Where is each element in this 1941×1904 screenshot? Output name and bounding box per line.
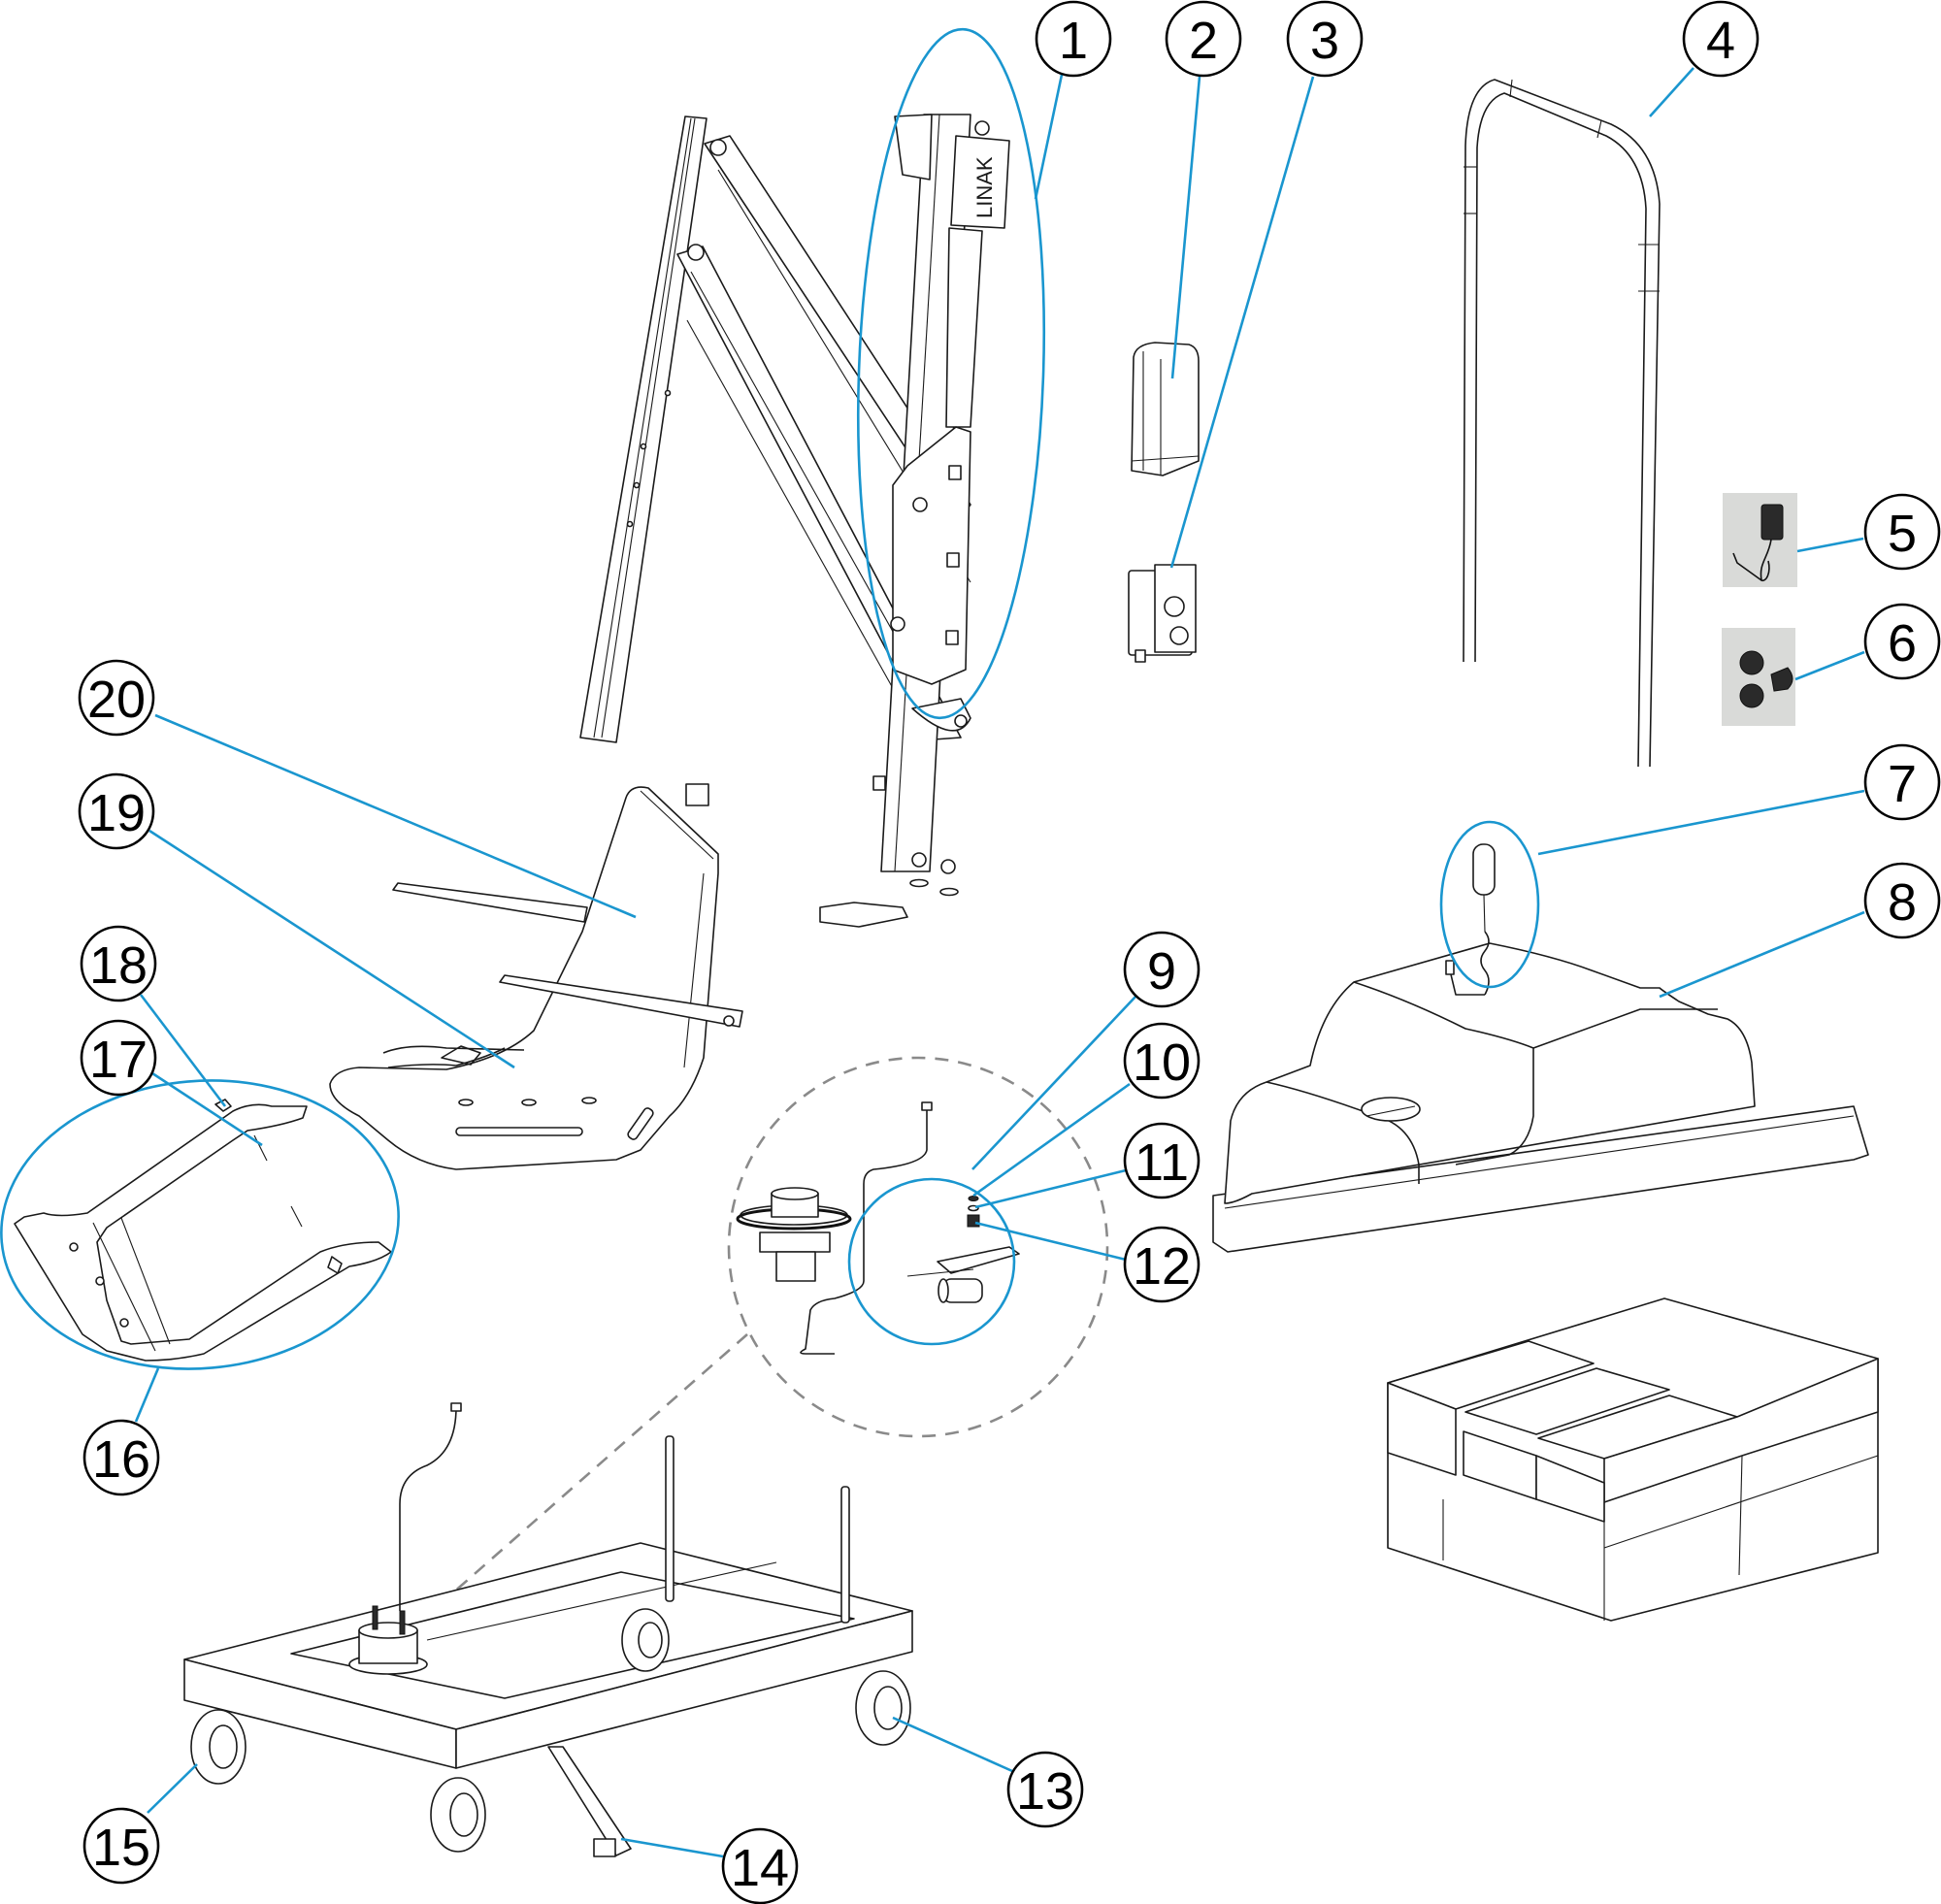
highlight-circle-9-12 [847,1177,1016,1346]
detail-circle [727,1056,1109,1438]
charger-photo [1723,493,1797,587]
seat-post [685,783,709,806]
svg-text:13: 13 [1016,1762,1074,1821]
leader-lines [134,67,1865,1858]
callout-1: 1 [1035,0,1112,78]
callout-14: 14 [721,1827,799,1904]
callout-9: 9 [1123,931,1201,1008]
packaging-boxes [1387,1297,1879,1622]
seat-armrest [392,882,588,923]
nut [911,852,927,868]
lift-arm-assembly: LINAK [579,114,1010,928]
anchor-leg [547,1746,632,1856]
callout-11: 11 [1123,1122,1201,1199]
svg-text:12: 12 [1133,1237,1191,1296]
svg-text:10: 10 [1133,1034,1191,1092]
castor-wheel [430,1777,486,1853]
footrest-assembly [14,1099,392,1362]
svg-text:5: 5 [1888,505,1917,563]
svg-text:7: 7 [1888,755,1917,813]
callout-17: 17 [80,1019,157,1097]
protective-cover [1212,942,1869,1253]
castor-wheel [190,1709,247,1785]
footrest-knob [327,1256,343,1274]
control-box [1128,564,1197,663]
callout-19: 19 [78,772,155,850]
callout-8: 8 [1863,862,1941,939]
callout-2: 2 [1165,0,1242,78]
upper-arm [704,135,971,525]
callout-16: 16 [82,1419,160,1496]
svg-text:18: 18 [89,936,148,995]
svg-text:19: 19 [87,784,146,842]
callout-3: 3 [1286,0,1364,78]
svg-text:2: 2 [1189,12,1218,70]
callout-15: 15 [82,1807,160,1885]
highlight-ellipse-7 [1439,820,1540,989]
battery-pack [1131,342,1200,476]
actuator-brand-label: LINAK [972,156,997,218]
actuator-head [950,135,1010,229]
mast-base-plate [819,902,908,928]
callout-12: 12 [1123,1226,1201,1303]
highlight-ellipse-16 [0,1079,400,1370]
callout-6: 6 [1863,603,1941,680]
rotation-hub-detail [736,1101,933,1355]
svg-text:3: 3 [1310,12,1339,70]
callout-4: 4 [1682,0,1760,78]
base-cart [183,1402,913,1857]
mast-bracket [892,426,971,685]
hand-control [1445,843,1496,996]
callout-20: 20 [78,659,155,737]
seat-armrest [499,974,743,1028]
rear-leg [579,115,707,743]
seat-assembly [329,783,743,1170]
svg-text:16: 16 [92,1430,150,1489]
cart-post [840,1486,850,1624]
washer [909,878,929,888]
svg-text:14: 14 [731,1839,789,1897]
svg-text:6: 6 [1888,614,1917,673]
highlight-ellipse-1 [856,27,1046,720]
callout-7: 7 [1863,743,1941,821]
svg-text:11: 11 [1135,1133,1189,1192]
svg-text:1: 1 [1059,12,1088,70]
svg-text:9: 9 [1147,942,1176,1001]
svg-text:4: 4 [1706,12,1735,70]
cart-post [665,1435,674,1602]
castor-wheel [621,1608,670,1672]
plug-adapters-photo [1722,628,1795,726]
nut [940,859,956,874]
washer [939,887,959,897]
svg-text:20: 20 [87,671,146,729]
svg-text:15: 15 [92,1819,150,1877]
svg-text:8: 8 [1888,873,1917,932]
handrail [1463,79,1661,768]
callout-18: 18 [80,925,157,1002]
rotation-motor-detail [906,1196,1020,1303]
callout-13: 13 [1006,1751,1084,1828]
actuator-rod [945,227,983,428]
callout-5: 5 [1863,493,1941,571]
footrest-bolt [253,1134,268,1162]
actuator-motor [894,114,933,181]
callout-10: 10 [1123,1022,1201,1100]
castor-wheel [855,1670,911,1746]
svg-text:17: 17 [89,1031,148,1089]
